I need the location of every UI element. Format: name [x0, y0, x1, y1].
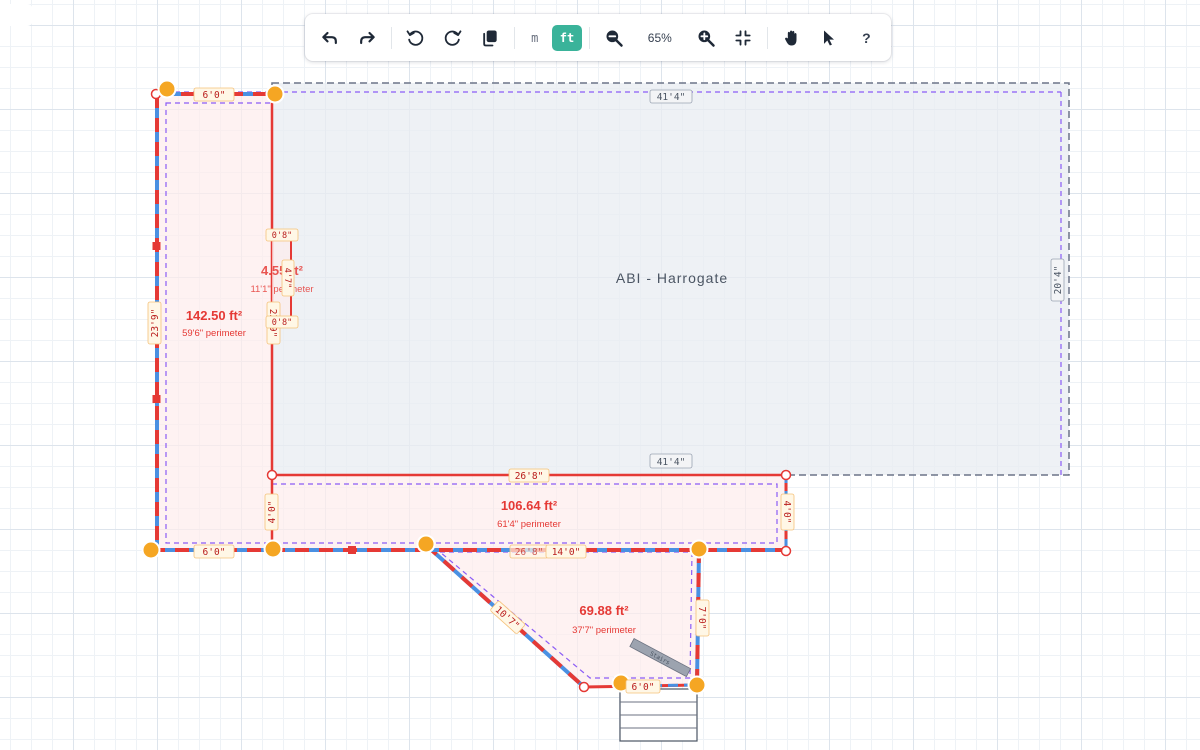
dim-middle-top[interactable]: 26'8": [508, 468, 550, 483]
vertex-handle-active[interactable]: [157, 79, 177, 99]
dim-lower-bottom[interactable]: 6'0": [625, 679, 661, 694]
vertex-handle-active[interactable]: [689, 539, 709, 559]
select-tool-button[interactable]: [811, 22, 846, 54]
copy-icon: [483, 30, 497, 46]
dim-middle-left[interactable]: 4'0": [264, 493, 279, 531]
room-lower-label: 69.88 ft² 37'7" perimeter: [572, 603, 636, 636]
help-button[interactable]: ?: [849, 22, 884, 54]
zoom-in-icon: [698, 30, 715, 47]
corner-panel-tab: [0, 4, 33, 26]
unit-metric-button[interactable]: m: [522, 25, 548, 51]
vertex-handle-active[interactable]: [265, 84, 285, 104]
unit-feet-button[interactable]: ft: [551, 24, 582, 51]
svg-text:20'4": 20'4": [1053, 266, 1064, 295]
svg-text:23'9": 23'9": [150, 309, 161, 338]
undo-button[interactable]: [312, 22, 347, 54]
room-lower-perimeter: 37'7" perimeter: [572, 625, 636, 636]
fit-view-button[interactable]: [726, 22, 761, 54]
building-name: ABI - Harrogate: [616, 270, 728, 286]
rotate-cw-icon: [444, 29, 462, 46]
room-lower[interactable]: [426, 545, 699, 687]
room-middle[interactable]: [272, 475, 786, 550]
room-left-area: 142.50 ft²: [186, 308, 243, 323]
room-small[interactable]: [272, 235, 291, 322]
rotate-right-button[interactable]: [435, 22, 470, 54]
svg-text:6'0": 6'0": [203, 90, 226, 101]
vertex-handle-active[interactable]: [141, 540, 161, 560]
pan-tool-button[interactable]: [774, 22, 809, 54]
zoom-out-icon: [606, 30, 623, 47]
room-left-label: 142.50 ft² 59'6" perimeter: [182, 308, 246, 339]
svg-text:41'4": 41'4": [657, 457, 686, 468]
rotate-ccw-icon: [406, 29, 424, 46]
cursor-arrow-icon: [824, 30, 835, 45]
dim-left-bottom-width[interactable]: 6'0": [193, 544, 235, 559]
room-lower-area: 69.88 ft²: [579, 603, 629, 618]
toolbar-separator: [767, 26, 768, 49]
svg-text:41'4": 41'4": [657, 92, 686, 103]
vertex-handle-active[interactable]: [687, 675, 707, 695]
building-outline[interactable]: [271, 82, 1070, 476]
svg-text:7'0": 7'0": [696, 607, 707, 630]
toolbar-separator: [588, 26, 590, 49]
svg-text:0'8": 0'8": [272, 318, 292, 328]
vertex-handle-active[interactable]: [416, 534, 436, 554]
dim-building-top[interactable]: 41'4": [649, 89, 693, 104]
undo-arrow-icon: [321, 31, 337, 44]
dim-building-bottom[interactable]: 41'4": [649, 453, 693, 469]
vertex-handle[interactable]: [780, 545, 792, 557]
redo-button[interactable]: [349, 22, 384, 54]
svg-text:14'0": 14'0": [552, 547, 581, 558]
room-middle-label: 106.64 ft² 61'4" perimeter: [497, 498, 561, 530]
svg-text:4'7": 4'7": [282, 268, 292, 288]
room-middle-area: 106.64 ft²: [501, 498, 558, 513]
collapse-icon: [735, 29, 751, 46]
hand-icon: [784, 30, 797, 45]
dim-middle-right[interactable]: 4'0": [780, 493, 795, 531]
svg-text:4'0": 4'0": [267, 501, 278, 524]
toolbar-separator: [513, 26, 515, 49]
svg-text:26'8": 26'8": [515, 471, 544, 482]
toolbar: m ft 65% ?: [305, 14, 891, 61]
redo-arrow-icon: [360, 31, 375, 44]
dim-left-height[interactable]: 23'9": [147, 301, 162, 345]
room-middle-perimeter: 61'4" perimeter: [497, 519, 561, 530]
copy-button[interactable]: [472, 22, 507, 54]
room-left-perimeter: 59'6" perimeter: [182, 328, 246, 339]
room-left[interactable]: [157, 94, 272, 550]
dim-small-side[interactable]: 4'7": [281, 259, 295, 297]
svg-text:4'0": 4'0": [781, 501, 792, 524]
zoom-out-button[interactable]: [596, 22, 631, 54]
toolbar-separator: [390, 26, 392, 49]
dim-middle-bottom[interactable]: 26'8": [509, 544, 549, 559]
rotate-left-button[interactable]: [398, 22, 433, 54]
svg-text:0'8": 0'8": [272, 231, 292, 241]
dim-small-bottom[interactable]: 0'8": [265, 315, 299, 329]
dim-lower-right[interactable]: 7'0": [695, 599, 710, 637]
svg-text:26'8": 26'8": [515, 547, 544, 558]
room-lower-offset: [439, 551, 693, 679]
wall-midpoint-handle[interactable]: [348, 546, 356, 554]
dim-lower-top[interactable]: 14'0": [545, 544, 587, 559]
svg-text:6'0": 6'0": [632, 682, 655, 693]
dim-left-top-width[interactable]: 6'0": [193, 87, 235, 102]
vertex-handle-active[interactable]: [263, 539, 283, 559]
zoom-level: 65%: [647, 30, 672, 45]
dim-small-top[interactable]: 0'8": [265, 228, 299, 242]
zoom-in-button[interactable]: [688, 22, 723, 54]
wall-midpoint-handle[interactable]: [152, 242, 161, 250]
stairs[interactable]: [619, 688, 698, 742]
orange-vertex-handles[interactable]: [141, 79, 709, 695]
wall-midpoint-handle[interactable]: [152, 395, 161, 403]
vertex-handle[interactable]: [266, 469, 278, 481]
dim-building-height[interactable]: 20'4": [1050, 258, 1065, 302]
vertex-handle[interactable]: [780, 469, 792, 481]
vertex-handle[interactable]: [578, 681, 590, 693]
svg-text:6'0": 6'0": [203, 547, 226, 558]
